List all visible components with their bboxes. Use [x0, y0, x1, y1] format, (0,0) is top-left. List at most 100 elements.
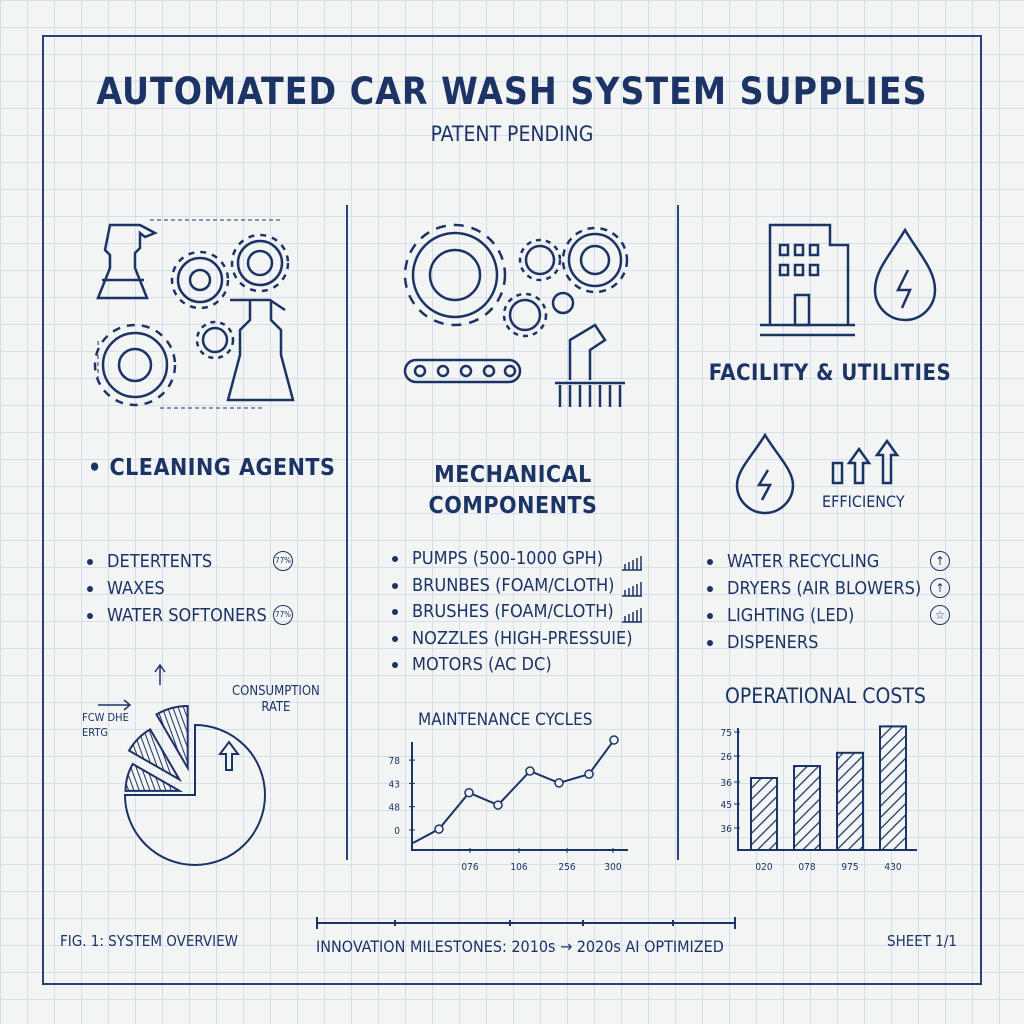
list-item: DISPENERS [705, 629, 970, 656]
robot-arm-brush-icon [555, 323, 625, 407]
figure-caption: FIG. 1: SYSTEM OVERVIEW [60, 932, 239, 950]
column-divider [346, 205, 348, 860]
item-label: WATER SOFTONERS [107, 605, 267, 626]
bar-chart-icon [622, 582, 642, 597]
list-item: MOTORS (AC DC) [390, 651, 633, 678]
list-item: LIGHTING (LED) ☆ [705, 602, 970, 629]
x-tick-label: 078 [798, 862, 815, 873]
pie-slice [155, 704, 189, 772]
data-point [584, 769, 594, 779]
maintenance-chart-title: MAINTENANCE CYCLES [418, 710, 593, 730]
data-point [525, 766, 535, 776]
pie-slice [124, 762, 184, 792]
item-label: DRYERS (AIR BLOWERS) [727, 578, 922, 599]
pie-label-line: CONSUMPTION [232, 684, 320, 699]
list-item: NOZZLES (HIGH-PRESSUIE) [390, 625, 633, 652]
pie-label-line: FCW DHE [82, 711, 129, 724]
list-item: BRUSHES (FOAM/CLOTH) [390, 598, 633, 625]
list-item: WATER RECYCLING ↑ [705, 548, 970, 575]
cleaning-heading: • CLEANING AGENTS [88, 455, 336, 481]
water-energy-drop-icon [873, 227, 937, 322]
pie-label-line: RATE [261, 700, 291, 715]
y-tick-label: 43 [389, 779, 400, 790]
flask-icon [226, 298, 295, 402]
heading-line: COMPONENTS [428, 493, 598, 519]
item-label: WAXES [107, 578, 165, 599]
arrow-up-circle-icon: ↑ [930, 578, 950, 598]
arrow-icon [98, 663, 166, 711]
pie-slice [127, 728, 183, 783]
heading-line: MECHANICAL [434, 462, 592, 488]
spray-bottle-icon [96, 223, 158, 300]
bar [879, 725, 907, 852]
building-icon [760, 223, 855, 337]
item-label: DETERTENTS [107, 551, 213, 572]
y-tick-label: 45 [721, 800, 732, 811]
facility-heading: FACILITY & UTILITIES [708, 361, 952, 386]
cleaning-list: DETERTENTS 77% WAXES WATER SOFTONERS 77% [85, 548, 325, 629]
milestones-caption: INNOVATION MILESTONES: 2010s → 2020s AI … [316, 937, 724, 956]
conveyor-icon [403, 358, 522, 384]
pie-slice [123, 723, 266, 866]
mechanical-heading: MECHANICAL COMPONENTS [348, 460, 678, 522]
page-title: AUTOMATED CAR WASH SYSTEM SUPPLIES [96, 70, 928, 113]
gear-icon [518, 238, 562, 282]
milestone-timeline [316, 917, 736, 929]
data-point [493, 800, 503, 810]
list-item: DRYERS (AIR BLOWERS) ↑ [705, 575, 970, 602]
x-tick-label: 256 [558, 862, 575, 873]
item-label: LIGHTING (LED) [727, 605, 855, 626]
line-chart-axes [411, 742, 628, 851]
data-point [464, 787, 474, 798]
x-tick-label: 076 [461, 862, 478, 873]
sheet-number: SHEET 1/1 [887, 932, 958, 950]
data-point [434, 824, 444, 834]
item-label: WATER RECYCLING [727, 551, 880, 572]
star-circle-icon: ☆ [930, 605, 950, 625]
cleaning-heading-text: CLEANING AGENTS [109, 455, 336, 481]
facility-list: WATER RECYCLING ↑ DRYERS (AIR BLOWERS) ↑ LIG… [705, 548, 970, 656]
y-tick-label: 36 [721, 778, 733, 789]
gear-icon [230, 233, 290, 293]
facility-illustration [760, 223, 937, 337]
arrow-up-icon [218, 740, 240, 771]
costs-chart-title: OPERATIONAL COSTS [725, 684, 926, 708]
arrow-up-icon [831, 438, 900, 485]
efficiency-icons [735, 432, 900, 515]
list-item: PUMPS (500-1000 GPH) [390, 545, 633, 572]
item-label: DISPENERS [727, 632, 819, 653]
bar-chart-icon [622, 556, 642, 571]
column-divider [677, 205, 679, 860]
gear-icon [93, 323, 177, 407]
gear-icon [502, 291, 575, 338]
gear-icon [195, 320, 235, 360]
gear-icon [561, 226, 629, 294]
cleaning-illustration [93, 219, 295, 409]
drawing-frame [42, 35, 982, 985]
x-tick-label: 020 [755, 862, 772, 873]
arrow-up-circle-icon: ↑ [930, 551, 950, 571]
mechanical-illustration [403, 223, 629, 407]
data-point [554, 778, 564, 788]
bar [836, 751, 864, 851]
page-subtitle: PATENT PENDING [430, 122, 594, 146]
percent-badge: 77% [273, 551, 293, 571]
pie-label-line: ERTG [82, 726, 109, 739]
y-tick-label: 78 [389, 756, 401, 767]
y-tick-label: 0 [394, 826, 400, 837]
y-tick-label: 36 [721, 824, 733, 835]
bar [793, 765, 821, 851]
list-item: BRUNBES (FOAM/CLOTH) [390, 572, 633, 599]
data-point [609, 735, 619, 745]
percent-badge: 77% [273, 605, 293, 625]
gear-icon [170, 250, 230, 310]
line-series [412, 739, 615, 844]
x-tick-label: 975 [841, 862, 858, 873]
y-tick-label: 75 [721, 728, 732, 739]
gear-icon [403, 223, 507, 327]
list-item: DETERTENTS 77% [85, 548, 325, 575]
y-tick-label: 26 [721, 752, 733, 763]
x-tick-label: 106 [510, 862, 527, 873]
